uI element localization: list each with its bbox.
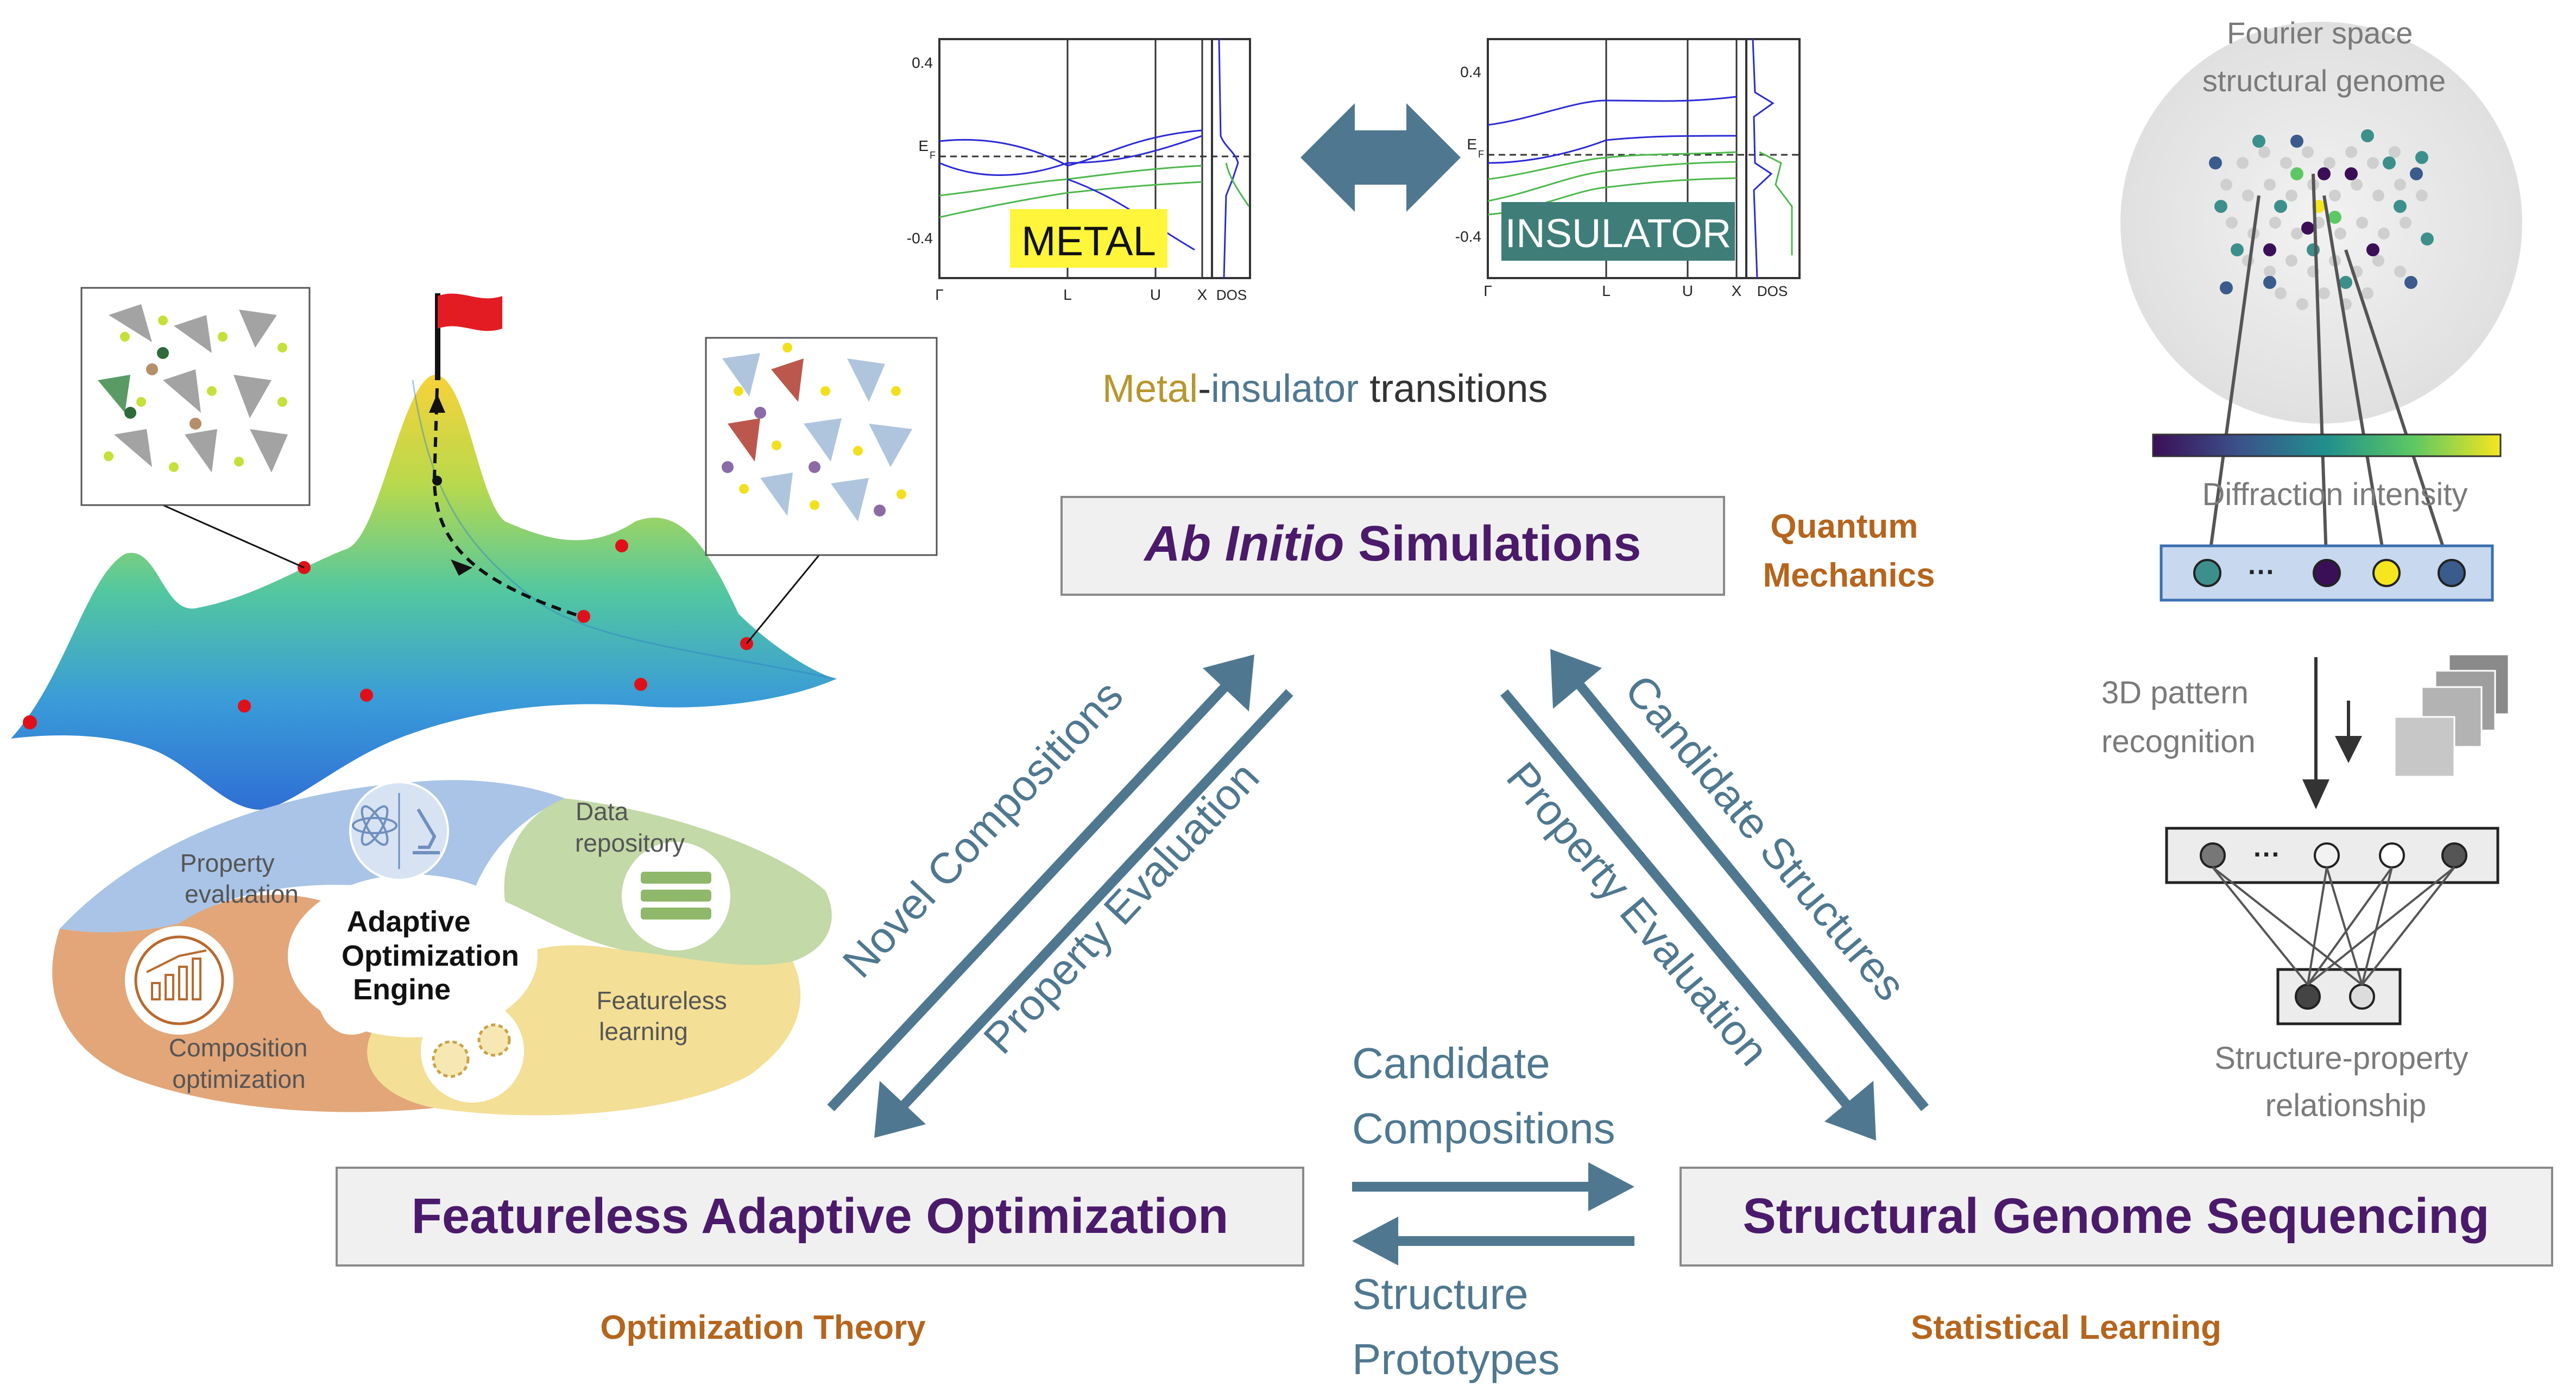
y-tick-ef-sub: F <box>1478 149 1484 160</box>
arrow-candidate-structures <box>1550 649 1929 1111</box>
hidden-ellipsis: ··· <box>2253 839 2281 870</box>
y-tick-bottom: -0.4 <box>1455 228 1481 245</box>
arrow-property-evaluation-left <box>874 689 1293 1138</box>
optimization-engine-wheel <box>52 780 832 1116</box>
metal-badge: METAL <box>1021 218 1156 265</box>
fourier-space-label: Fourier space structural genome <box>2202 16 2446 98</box>
data-repository-label: Data repository <box>575 797 685 857</box>
ab-initio-box: Ab Initio Simulations <box>1060 496 1725 596</box>
metal-insulator-double-arrow <box>1300 103 1461 212</box>
y-tick-top: 0.4 <box>912 54 933 71</box>
featureless-title: Featureless Adaptive Optimization <box>412 1188 1229 1244</box>
structural-title: Structural Genome Sequencing <box>1742 1188 2489 1244</box>
band-plot-metal: 0.4 E F -0.4 Γ L U X DOS METAL <box>907 38 1251 303</box>
engine-center-label: Adaptive Optimization Engine <box>342 905 527 1006</box>
x-tick-gamma: Γ <box>1483 282 1492 299</box>
crystal-structure-left <box>80 287 311 506</box>
output-layer <box>2212 866 2455 1025</box>
composition-optimization-label: Composition optimization <box>169 1034 314 1093</box>
x-tick-x: X <box>1732 282 1742 299</box>
x-tick-l: L <box>1063 286 1072 303</box>
x-tick-u: U <box>1682 282 1693 299</box>
dos-label: DOS <box>1757 283 1788 299</box>
property-evaluation-label: Property evaluation <box>180 849 299 908</box>
hidden-layer: ··· <box>2165 827 2499 884</box>
featureless-learning-label: Featureless learning <box>596 986 734 1046</box>
x-tick-gamma: Γ <box>935 286 943 303</box>
y-tick-ef: E <box>1467 136 1477 153</box>
structural-box: Structural Genome Sequencing <box>1680 1167 2553 1267</box>
x-tick-x: X <box>1197 286 1208 303</box>
x-tick-u: U <box>1150 286 1161 303</box>
fourier-sphere <box>2120 22 2522 574</box>
feature-maps-icon <box>2394 653 2510 778</box>
diffraction-intensity-label: Diffraction intensity <box>2202 477 2468 512</box>
arrow-novel-compositions <box>827 654 1254 1112</box>
diffraction-colorbar <box>2152 433 2502 457</box>
pattern-recognition-label: 3D pattern recognition <box>2101 675 2257 759</box>
quantum-mechanics-label: Quantum Mechanics <box>1763 508 1935 594</box>
y-tick-ef: E <box>918 137 929 154</box>
y-tick-top: 0.4 <box>1460 64 1481 80</box>
crystal-structure-right <box>705 337 938 556</box>
structure-property-label: Structure-property relationship <box>2214 1041 2477 1123</box>
optimization-theory-label: Optimization Theory <box>600 1309 926 1346</box>
arrow-candidate-compositions <box>1352 1162 1634 1211</box>
y-tick-ef-sub: F <box>930 150 936 161</box>
ab-initio-title: Ab Initio Simulations <box>1144 516 1641 571</box>
insulator-badge: INSULATOR <box>1505 211 1732 256</box>
input-ellipsis: ··· <box>2248 557 2275 587</box>
band-plot-insulator: 0.4 E F -0.4 Γ L U X DOS INSULATOR <box>1455 38 1801 299</box>
candidate-compositions-label: Candidate Compositions <box>1352 1039 1615 1153</box>
y-tick-bottom: -0.4 <box>907 230 933 247</box>
statistical-learning-label: Statistical Learning <box>1911 1309 2221 1346</box>
input-layer: ··· <box>2160 544 2494 602</box>
dos-label: DOS <box>1216 287 1247 303</box>
structure-prototypes-label: Structure Prototypes <box>1352 1270 1560 1383</box>
arrow-structure-prototypes <box>1352 1217 1634 1265</box>
energy-landscape <box>11 293 837 810</box>
down-arrows <box>2302 657 2362 809</box>
arrow-property-evaluation-right <box>1500 689 1876 1141</box>
featureless-box: Featureless Adaptive Optimization <box>336 1167 1304 1267</box>
x-tick-l: L <box>1602 282 1611 299</box>
transition-caption: Metal-insulator transitions <box>1102 367 1548 411</box>
